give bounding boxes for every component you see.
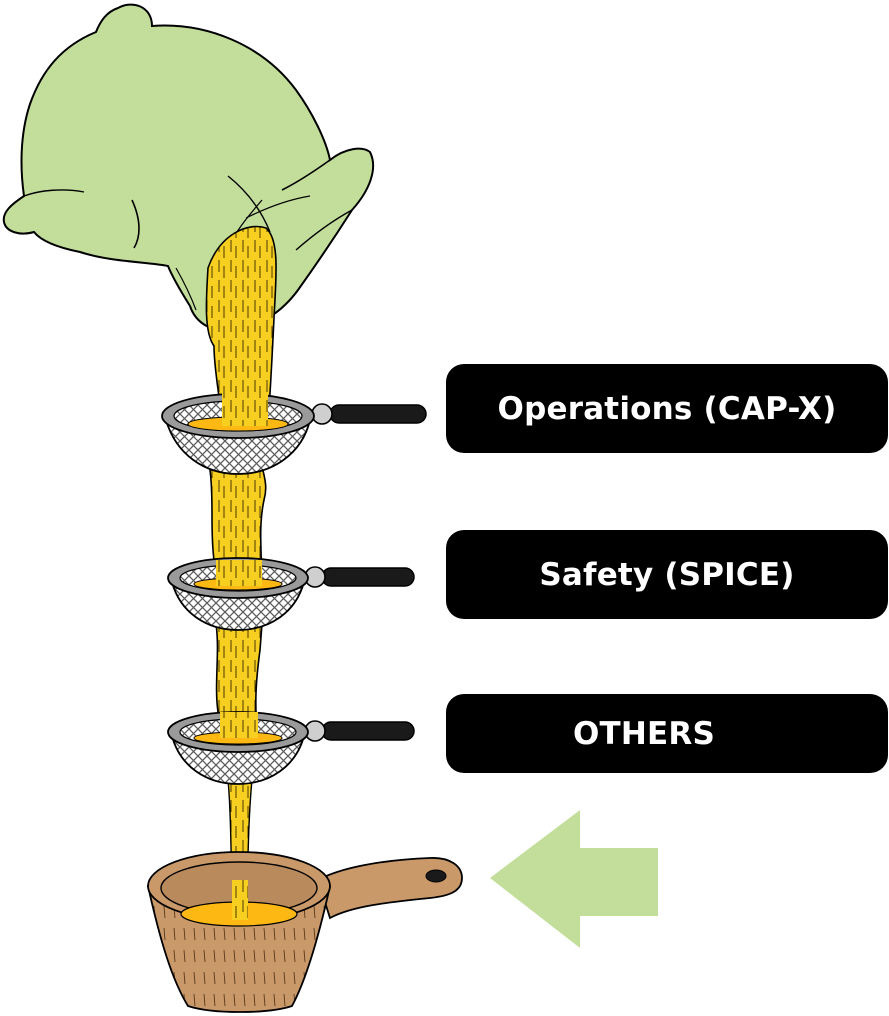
filter-label-operations: Operations (CAP-X) — [446, 364, 888, 453]
sack-icon — [2, 3, 375, 332]
sieve-icon — [161, 390, 427, 475]
filter-label-safety: Safety (SPICE) — [446, 530, 888, 619]
sack-body — [2, 3, 375, 332]
sieve-icon — [167, 557, 415, 631]
filter-label-text: Operations (CAP-X) — [497, 390, 837, 427]
filter-label-text: OTHERS — [572, 715, 716, 752]
filter-label-others: OTHERS — [446, 694, 888, 773]
arrow-left-icon — [490, 810, 658, 948]
filter-label-text: Safety (SPICE) — [539, 556, 795, 593]
measuring-cup-icon — [146, 851, 463, 1013]
liquid-stream — [205, 225, 277, 927]
sieve-icon — [167, 711, 415, 785]
